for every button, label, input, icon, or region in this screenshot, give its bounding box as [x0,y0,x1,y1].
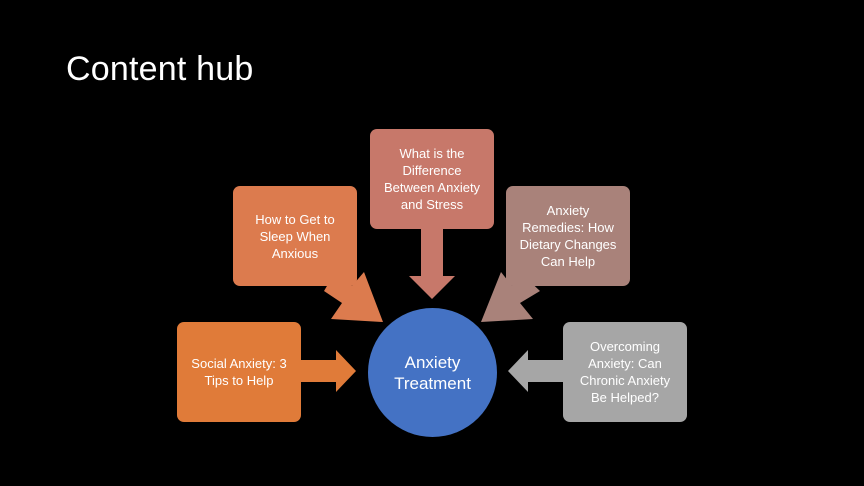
topic-label-difference: What is the Difference Between Anxiety a… [383,146,481,212]
topic-box-sleep: How to Get to Sleep When Anxious [233,186,357,286]
topic-box-social-anxiety: Social Anxiety: 3 Tips to Help [177,322,301,422]
slide-title: Content hub [66,50,254,88]
arrow-difference [409,229,455,299]
topic-box-chronic: Overcoming Anxiety: Can Chronic Anxiety … [563,322,687,422]
topic-label-chronic: Overcoming Anxiety: Can Chronic Anxiety … [579,339,671,405]
hub-circle: Anxiety Treatment [368,308,497,437]
arrow-social-anxiety [301,350,356,392]
topic-label-dietary: Anxiety Remedies: How Dietary Changes Ca… [519,203,617,269]
topic-box-difference: What is the Difference Between Anxiety a… [370,129,494,229]
topic-box-dietary: Anxiety Remedies: How Dietary Changes Ca… [506,186,630,286]
arrow-chronic [508,350,563,392]
topic-label-social-anxiety: Social Anxiety: 3 Tips to Help [191,356,287,388]
topic-label-sleep: How to Get to Sleep When Anxious [255,211,335,261]
hub-label: Anxiety Treatment [394,352,471,393]
